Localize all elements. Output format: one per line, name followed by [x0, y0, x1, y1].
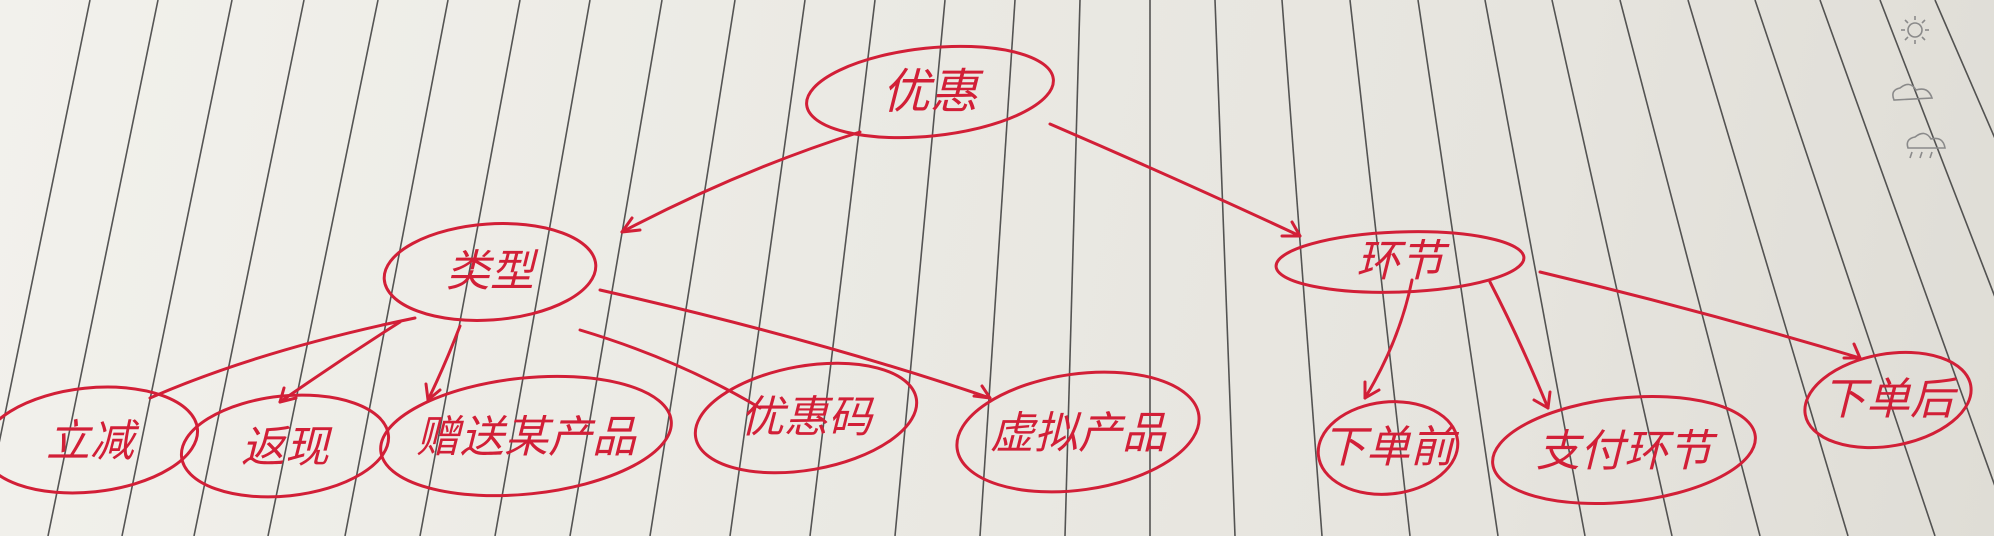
branch-node-type: 类型: [382, 222, 598, 322]
rain-cloud-icon: [1906, 132, 1946, 159]
arrow-type-to-xuni: [598, 288, 992, 400]
sun-icon: [1901, 16, 1929, 44]
svg-text:类型: 类型: [446, 246, 539, 297]
svg-text:下单前: 下单前: [1322, 422, 1460, 473]
arrow-root-to-type: [620, 130, 862, 234]
svg-text:返现: 返现: [241, 422, 333, 473]
arrow-type-to-zengsong: [426, 324, 462, 402]
arrow-type-to-youhuima: [578, 328, 762, 410]
margin-icons: [1892, 16, 1946, 159]
arrow-type-to-lijian: [148, 316, 417, 400]
leaf-node-xuni: 虚拟产品: [955, 370, 1201, 494]
svg-text:优惠: 优惠: [882, 64, 984, 120]
arrow-stage-to-zhifu: [1488, 280, 1550, 410]
connectors: [148, 122, 1862, 410]
leaf-node-fanxian: 返现: [179, 393, 391, 499]
svg-text:立减: 立减: [46, 416, 140, 467]
svg-text:环节: 环节: [1356, 236, 1450, 287]
leaf-node-xiadanhou: 下单后: [1803, 350, 1973, 450]
branch-node-stage: 环节: [1274, 230, 1526, 294]
svg-text:赠送某产品: 赠送某产品: [416, 412, 637, 463]
svg-text:支付环节: 支付环节: [1536, 426, 1718, 477]
leaf-node-youhuima: 优惠码: [693, 361, 919, 475]
leaf-node-zengsong: 赠送某产品: [379, 374, 673, 498]
arrow-stage-to-xiadanqian: [1363, 278, 1414, 400]
svg-text:优惠码: 优惠码: [740, 392, 875, 443]
cloud-icon: [1892, 83, 1934, 101]
leaf-node-lijian: 立减: [0, 385, 200, 495]
arrow-root-to-stage: [1048, 122, 1302, 238]
root-node: 优惠: [805, 44, 1055, 140]
svg-text:下单后: 下单后: [1822, 374, 1959, 425]
arrow-stage-to-xiadanhou: [1538, 270, 1862, 360]
leaf-node-zhifu: 支付环节: [1491, 394, 1757, 506]
arrow-type-to-fanxian: [278, 320, 402, 404]
leaf-node-xiadanqian: 下单前: [1316, 400, 1460, 496]
svg-text:虚拟产品: 虚拟产品: [990, 408, 1167, 459]
